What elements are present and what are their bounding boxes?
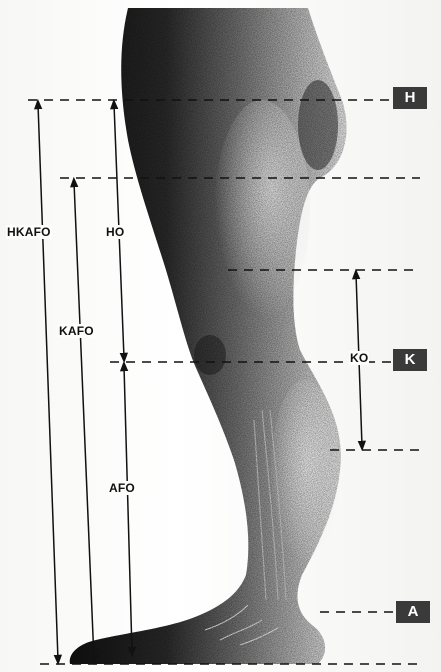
kafo-label: KAFO xyxy=(58,324,95,338)
leg-illustration xyxy=(70,8,347,664)
ankle-marker: A xyxy=(396,601,430,623)
hkafo-arrow xyxy=(38,104,58,660)
hkafo-label: HKAFO xyxy=(6,225,52,239)
afo-arrow xyxy=(124,366,132,652)
afo-label: AFO xyxy=(108,481,136,495)
ko-label: KO xyxy=(349,351,369,365)
ho-label: HO xyxy=(105,225,125,239)
knee-marker: K xyxy=(393,349,427,371)
leg-grain xyxy=(70,8,347,664)
hip-marker: H xyxy=(393,87,427,109)
kafo-arrow xyxy=(74,182,94,660)
